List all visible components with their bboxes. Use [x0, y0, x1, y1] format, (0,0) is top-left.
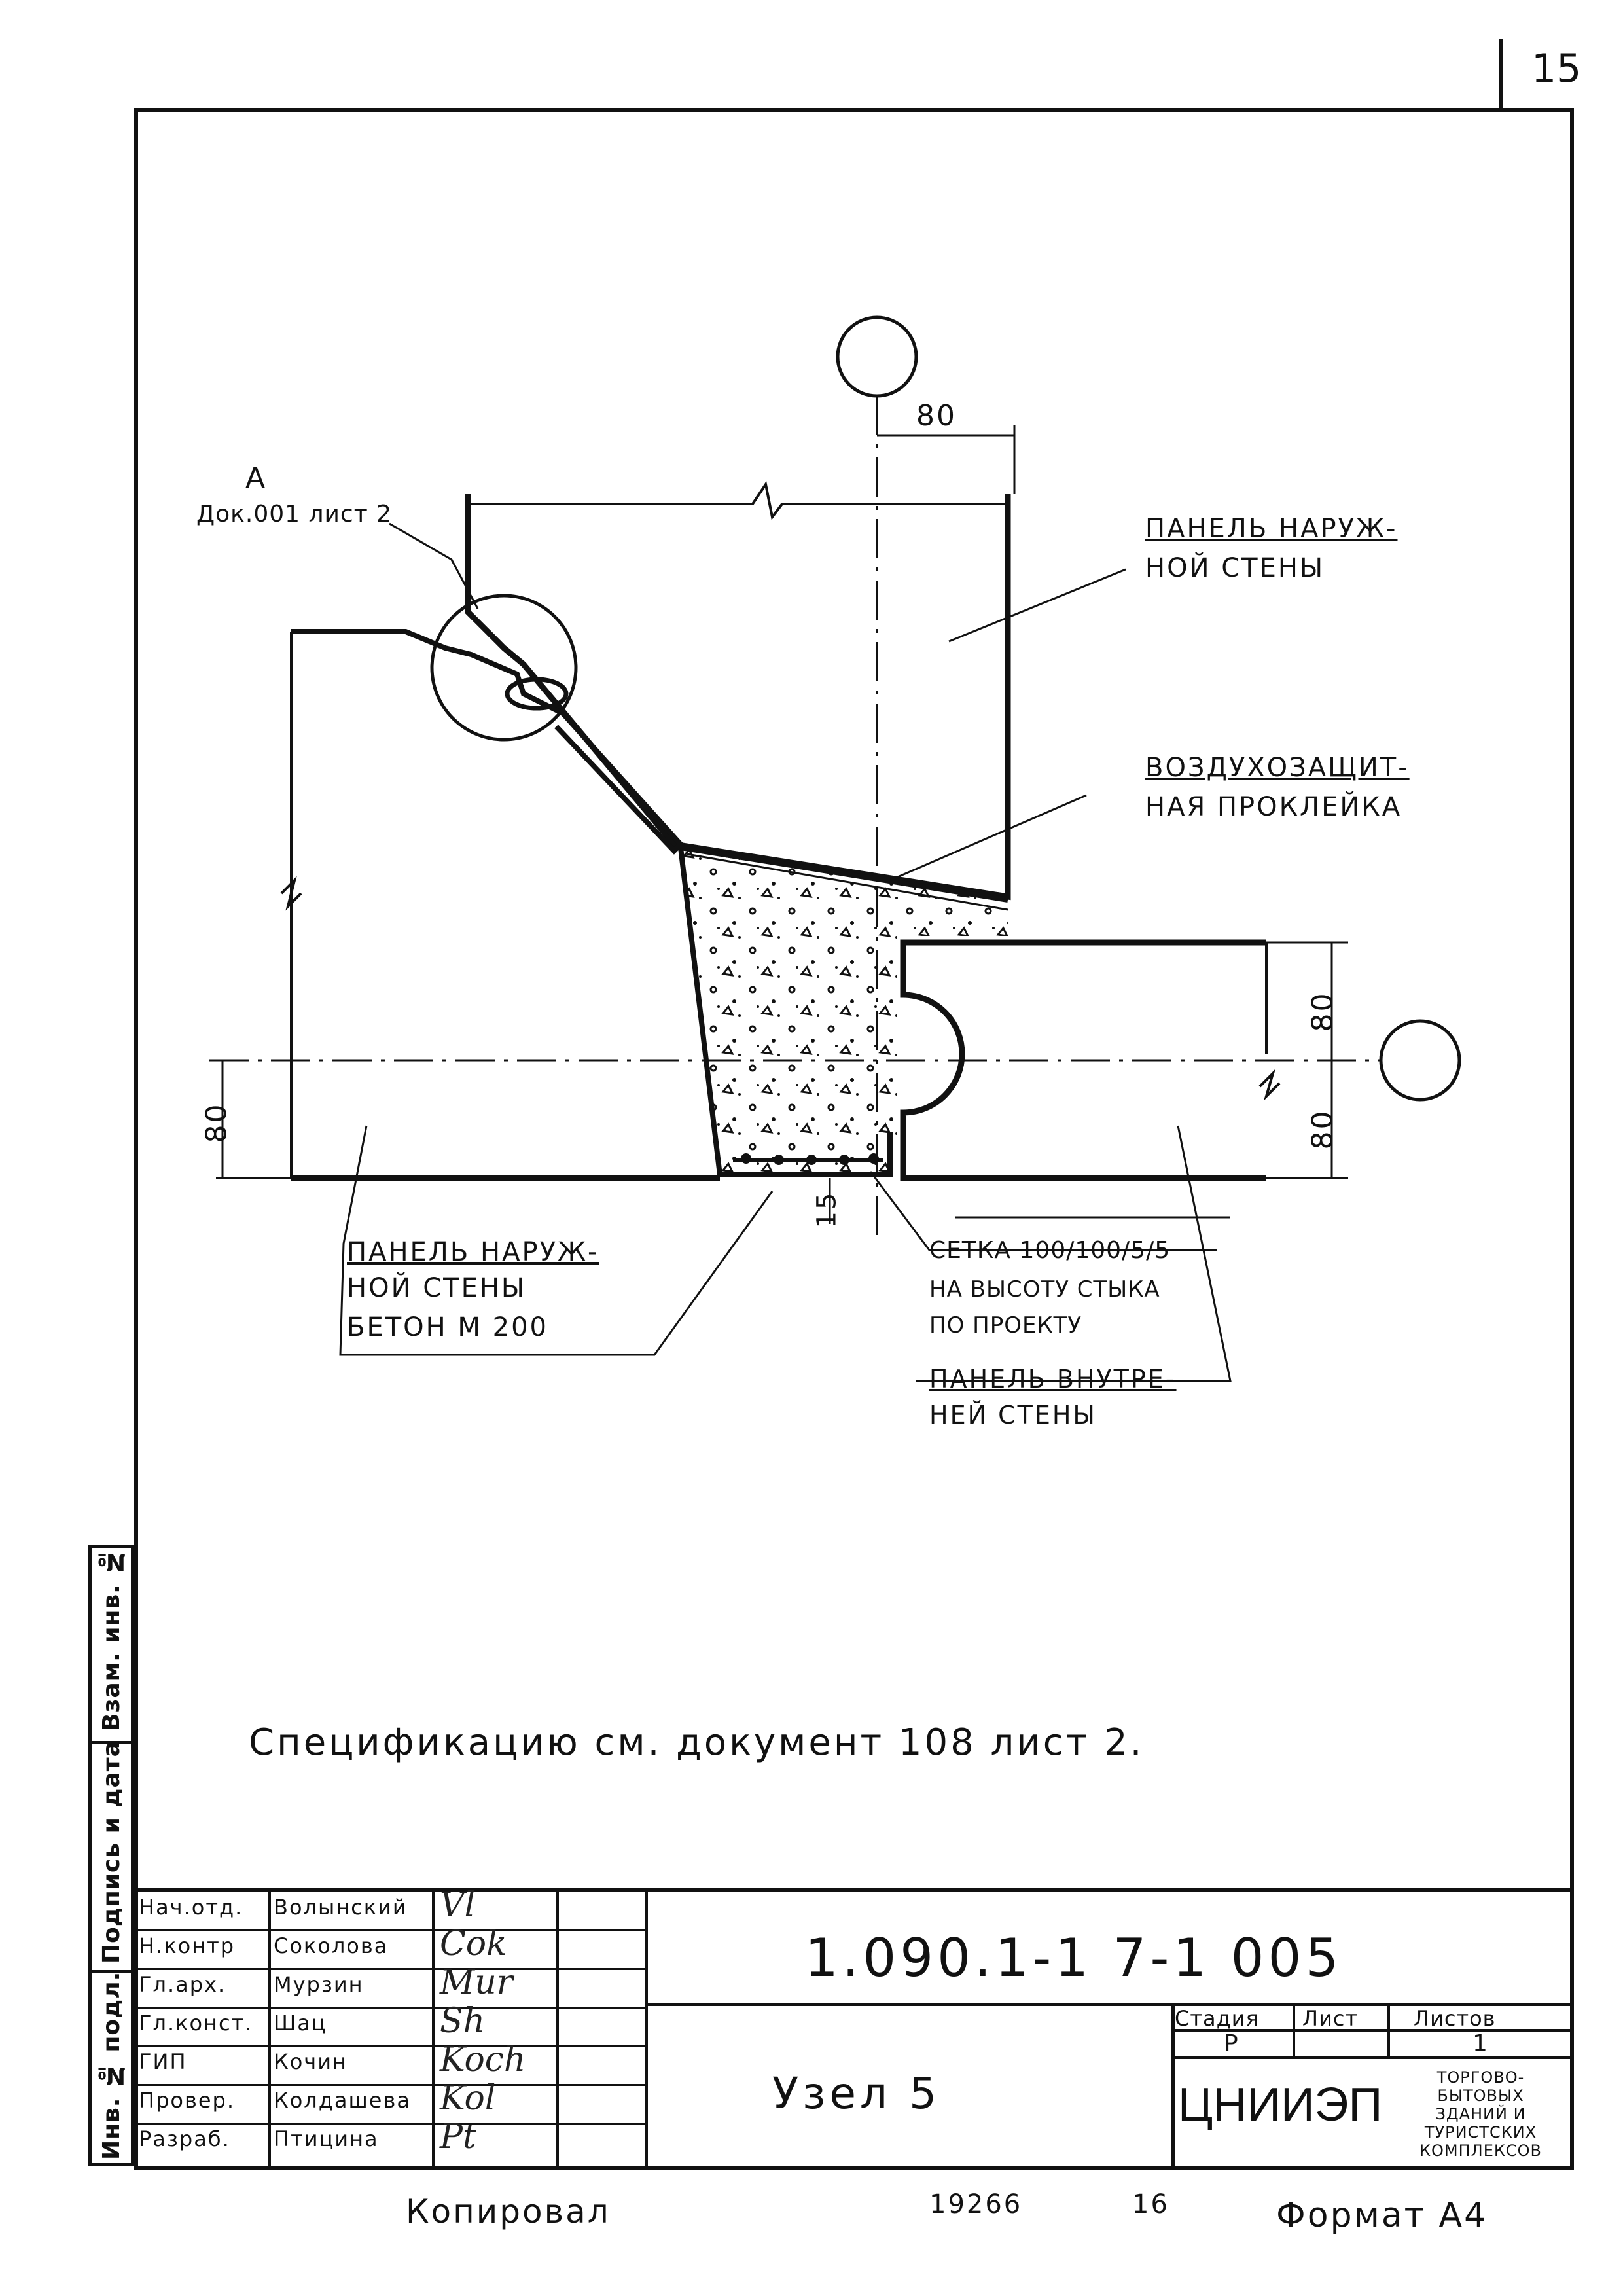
- handwritten-signature: Mur: [440, 1963, 513, 2002]
- break-line-top: [468, 480, 1008, 520]
- label-air-barrier-2: ная проклейка: [1145, 792, 1402, 822]
- sheet-title: Узел 5: [772, 2068, 941, 2119]
- dim-top-label: 80: [916, 399, 957, 433]
- title-block: [134, 1888, 1574, 2174]
- sheets-value: 1: [1472, 2030, 1489, 2057]
- dim-right-upper-label: 80: [1306, 991, 1340, 1032]
- footer-sheet-no: 16: [1132, 2189, 1169, 2219]
- footer-number: 19266: [929, 2189, 1023, 2219]
- handwritten-signature: Kol: [440, 2079, 496, 2118]
- page-number-tick: [1499, 39, 1503, 111]
- dim-right-lower-label: 80: [1306, 1109, 1340, 1150]
- signature-name: Шац: [274, 2011, 327, 2036]
- sheets-header: Листов: [1414, 2006, 1496, 2031]
- signature-role: ГИП: [139, 2049, 187, 2074]
- signature-name: Птицина: [274, 2126, 379, 2151]
- handwritten-signature: Sh: [440, 2001, 486, 2041]
- stage-value: Р: [1224, 2030, 1240, 2057]
- handwritten-signature: Koch: [440, 2040, 526, 2079]
- leader-air-barrier: [889, 794, 1087, 882]
- handwritten-signature: Pt: [440, 2117, 476, 2157]
- label-outer-panel-bottom-2: ной стены: [347, 1273, 527, 1303]
- axis-marker-right: [1379, 1019, 1461, 1102]
- detail-callout-circle: [430, 594, 578, 742]
- label-mesh-2: на высоту стыка: [929, 1276, 1160, 1302]
- label-outer-panel-bottom-3: Бетон М 200: [347, 1312, 548, 1342]
- footer-copied: Копировал: [406, 2193, 611, 2231]
- signature-name: Мурзин: [274, 1972, 364, 1997]
- dim-left-label: 80: [200, 1102, 234, 1143]
- org-description: торгово- бытовых зданий и туристских ком…: [1419, 2068, 1543, 2160]
- side-stamp-original-inv: Инв. № подл.: [98, 1971, 125, 2160]
- signature-role: Гл.конст.: [139, 2011, 253, 2036]
- signature-role: Гл.арх.: [139, 1972, 226, 1997]
- sheet-header: Лист: [1302, 2006, 1359, 2031]
- outer-panel-left-outline: [291, 629, 564, 716]
- joint-seal: [505, 677, 569, 711]
- document-designation: 1.090.1-1 7-1 005: [805, 1928, 1343, 1988]
- signature-name: Волынский: [274, 1895, 408, 1920]
- callout-reference: Док.001 лист 2: [196, 501, 393, 528]
- leader-inner: [916, 1125, 1232, 1382]
- signature-name: Соколова: [274, 1933, 389, 1958]
- callout-letter: А: [245, 461, 268, 495]
- diagonal-joint: [554, 711, 685, 855]
- concrete-infill: [681, 848, 1008, 1172]
- signature-name: Колдашева: [274, 2088, 411, 2113]
- label-inner-panel-2: ней стены: [929, 1401, 1097, 1429]
- side-stamp: [88, 1545, 134, 2166]
- specification-note: Спецификацию см. документ 108 лист 2.: [249, 1721, 1145, 1764]
- signature-role: Провер.: [139, 2088, 235, 2113]
- stage-header: Стадия: [1175, 2006, 1259, 2031]
- label-outer-panel-top-1: Панель наруж-: [1145, 514, 1398, 544]
- drawing-frame: [134, 108, 1574, 2170]
- handwritten-signature: Cok: [440, 1924, 507, 1964]
- outer-panel-top-outline: [465, 494, 1011, 901]
- leader-callout: [389, 522, 479, 609]
- inner-panel-outline: [900, 939, 1266, 1181]
- leader-outer-bottom: [339, 1125, 774, 1356]
- side-stamp-replaced-inv: Взам. инв. №: [98, 1547, 125, 1731]
- leader-outer-top: [948, 568, 1126, 643]
- label-mesh-3: по проекту: [929, 1312, 1082, 1338]
- handwritten-signature: Vl: [440, 1886, 476, 1925]
- side-stamp-signature-date: Подпись и дата: [98, 1740, 125, 1964]
- label-air-barrier-1: Воздухозащит-: [1145, 753, 1410, 783]
- signature-role: Н.контр: [139, 1933, 236, 1958]
- signature-role: Разраб.: [139, 2126, 230, 2151]
- dim-bottom-label: 15: [812, 1191, 842, 1229]
- org-name: ЦНИИЭП: [1178, 2079, 1383, 2131]
- label-inner-panel-1: Панель внутре-: [929, 1365, 1177, 1393]
- signature-name: Кочин: [274, 2049, 348, 2074]
- label-mesh-1: Сетка 100/100/5/5: [929, 1237, 1171, 1264]
- axis-marker-top: [836, 315, 918, 398]
- page-number: 15: [1531, 46, 1582, 92]
- footer-format: Формат А4: [1276, 2196, 1488, 2235]
- signature-role: Нач.отд.: [139, 1895, 243, 1920]
- label-outer-panel-top-2: ной стены: [1145, 553, 1325, 583]
- leader-mesh: [869, 1171, 1217, 1251]
- label-outer-panel-bottom-1: Панель наруж-: [347, 1237, 599, 1267]
